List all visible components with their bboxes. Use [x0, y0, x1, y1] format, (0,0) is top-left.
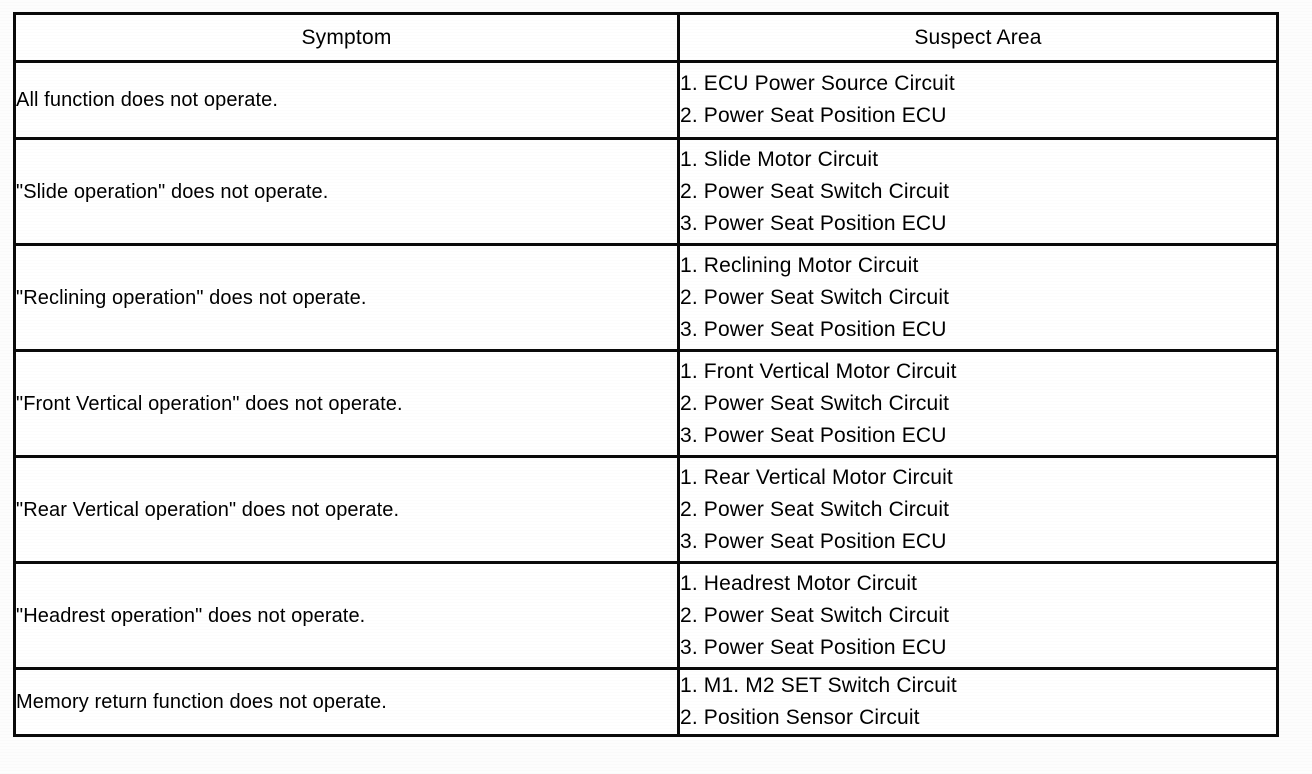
suspect-area-item: 3. Power Seat Position ECU — [680, 529, 947, 553]
suspect-area-item: 2. Power Seat Switch Circuit — [680, 391, 950, 415]
symptom-text: Memory return function does not operate. — [16, 691, 387, 713]
column-header-suspect-area: Suspect Area — [677, 12, 1279, 63]
suspect-area-item: 1. ECU Power Source Circuit — [680, 72, 955, 95]
suspect-area-list: 1. Headrest Motor Circuit 2. Power Seat S… — [680, 568, 1276, 664]
suspect-area-item: 3. Power Seat Position ECU — [680, 635, 947, 659]
table-row: All function does not operate. 1. ECU Pow… — [13, 60, 1279, 140]
suspect-area-cell: 1. M1. M2 SET Switch Circuit 2. Position … — [677, 667, 1279, 737]
suspect-area-list: 1. Slide Motor Circuit 2. Power Seat Swit… — [680, 144, 1276, 240]
suspect-area-item: 2. Power Seat Position ECU — [680, 104, 947, 127]
suspect-area-list: 1. ECU Power Source Circuit 2. Power Seat… — [680, 68, 1276, 132]
suspect-area-cell: 1. Rear Vertical Motor Circuit 2. Power S… — [677, 455, 1279, 564]
symptom-text: "Rear Vertical operation" does not opera… — [16, 498, 400, 521]
suspect-area-item: 1. Rear Vertical Motor Circuit — [680, 465, 953, 489]
suspect-area-cell: 1. Reclining Motor Circuit 2. Power Seat … — [677, 243, 1279, 352]
column-header-suspect-area-label: Suspect Area — [914, 25, 1042, 49]
suspect-area-item: 2. Power Seat Switch Circuit — [680, 603, 950, 627]
symptom-text: All function does not operate. — [16, 89, 279, 111]
suspect-area-list: 1. M1. M2 SET Switch Circuit 2. Position … — [680, 670, 1276, 734]
suspect-area-cell: 1. ECU Power Source Circuit 2. Power Seat… — [677, 60, 1279, 140]
suspect-area-item: 2. Power Seat Switch Circuit — [680, 179, 950, 203]
suspect-area-item: 2. Power Seat Switch Circuit — [680, 497, 950, 521]
table-row: "Reclining operation" does not operate. 1… — [13, 243, 1279, 352]
suspect-area-list: 1. Rear Vertical Motor Circuit 2. Power S… — [680, 462, 1276, 558]
symptom-text: "Headrest operation" does not operate. — [16, 604, 366, 627]
suspect-area-item: 2. Power Seat Switch Circuit — [680, 285, 950, 309]
symptom-cell: "Reclining operation" does not operate. — [13, 243, 680, 352]
table-row: "Front Vertical operation" does not oper… — [13, 349, 1279, 458]
table-row: "Rear Vertical operation" does not opera… — [13, 455, 1279, 564]
table-header: Symptom Suspect Area — [13, 12, 1279, 63]
suspect-area-item: 3. Power Seat Position ECU — [680, 317, 947, 341]
suspect-area-item: 3. Power Seat Position ECU — [680, 211, 947, 235]
column-header-symptom-label: Symptom — [301, 25, 392, 49]
suspect-area-item: 3. Power Seat Position ECU — [680, 423, 947, 447]
symptom-text: "Slide operation" does not operate. — [16, 180, 329, 203]
suspect-area-item: 1. Slide Motor Circuit — [680, 147, 879, 171]
table-body: All function does not operate. 1. ECU Pow… — [13, 60, 1279, 737]
suspect-area-item: 1. Front Vertical Motor Circuit — [680, 359, 957, 383]
symptom-cell: "Headrest operation" does not operate. — [13, 561, 680, 670]
suspect-area-list: 1. Front Vertical Motor Circuit 2. Power … — [680, 356, 1276, 452]
suspect-area-item: 2. Position Sensor Circuit — [680, 706, 920, 729]
table-row: "Headrest operation" does not operate. 1.… — [13, 561, 1279, 670]
problem-symptoms-table: Symptom Suspect Area All function does n… — [13, 12, 1279, 737]
symptom-cell: "Rear Vertical operation" does not opera… — [13, 455, 680, 564]
suspect-area-item: 1. M1. M2 SET Switch Circuit — [680, 674, 957, 697]
table-row: "Slide operation" does not operate. 1. Sl… — [13, 137, 1279, 246]
symptom-text: "Reclining operation" does not operate. — [16, 286, 367, 309]
suspect-area-cell: 1. Headrest Motor Circuit 2. Power Seat S… — [677, 561, 1279, 670]
suspect-area-list: 1. Reclining Motor Circuit 2. Power Seat … — [680, 250, 1276, 346]
suspect-area-cell: 1. Front Vertical Motor Circuit 2. Power … — [677, 349, 1279, 458]
table-row: Memory return function does not operate.… — [13, 667, 1279, 737]
suspect-area-item: 1. Reclining Motor Circuit — [680, 253, 919, 277]
symptom-cell: Memory return function does not operate. — [13, 667, 680, 737]
symptom-cell: All function does not operate. — [13, 60, 680, 140]
suspect-area-cell: 1. Slide Motor Circuit 2. Power Seat Swit… — [677, 137, 1279, 246]
symptom-text: "Front Vertical operation" does not oper… — [16, 392, 403, 415]
suspect-area-item: 1. Headrest Motor Circuit — [680, 571, 918, 595]
column-header-symptom: Symptom — [13, 12, 680, 63]
table-header-row: Symptom Suspect Area — [13, 12, 1279, 63]
symptom-cell: "Front Vertical operation" does not oper… — [13, 349, 680, 458]
symptom-cell: "Slide operation" does not operate. — [13, 137, 680, 246]
